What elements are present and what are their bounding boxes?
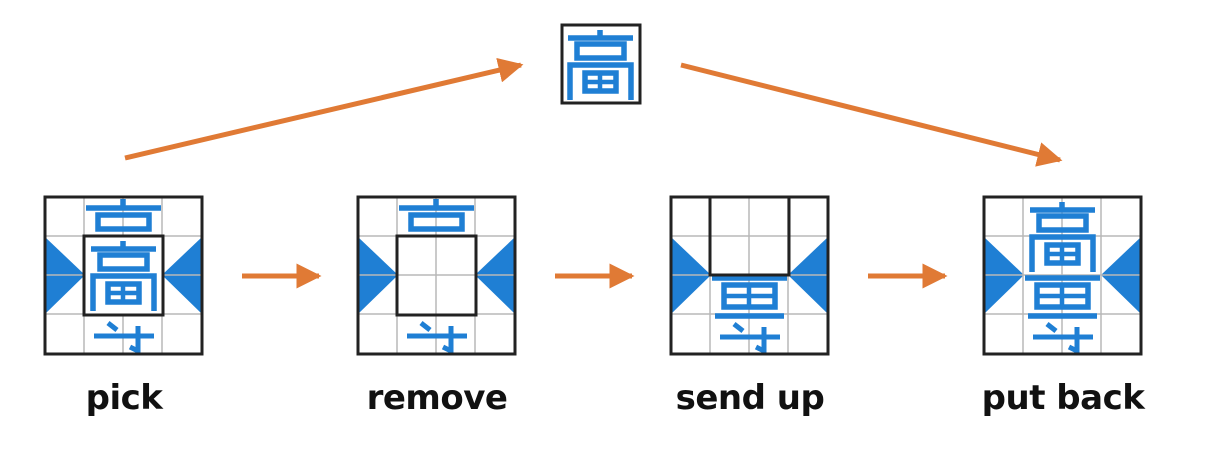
step-label-put-back: put back [981,378,1145,418]
panel-put-back [982,195,1143,356]
panel-send-up [669,195,830,356]
step-label-remove: remove [366,378,508,418]
step-label-send-up: send up [675,378,825,418]
arrow-down [680,62,1063,167]
step-label-pick: pick [85,378,163,418]
top-tile [560,23,642,105]
arrow-up [124,57,524,161]
panel-remove [356,195,517,356]
panel-pick [43,195,204,356]
